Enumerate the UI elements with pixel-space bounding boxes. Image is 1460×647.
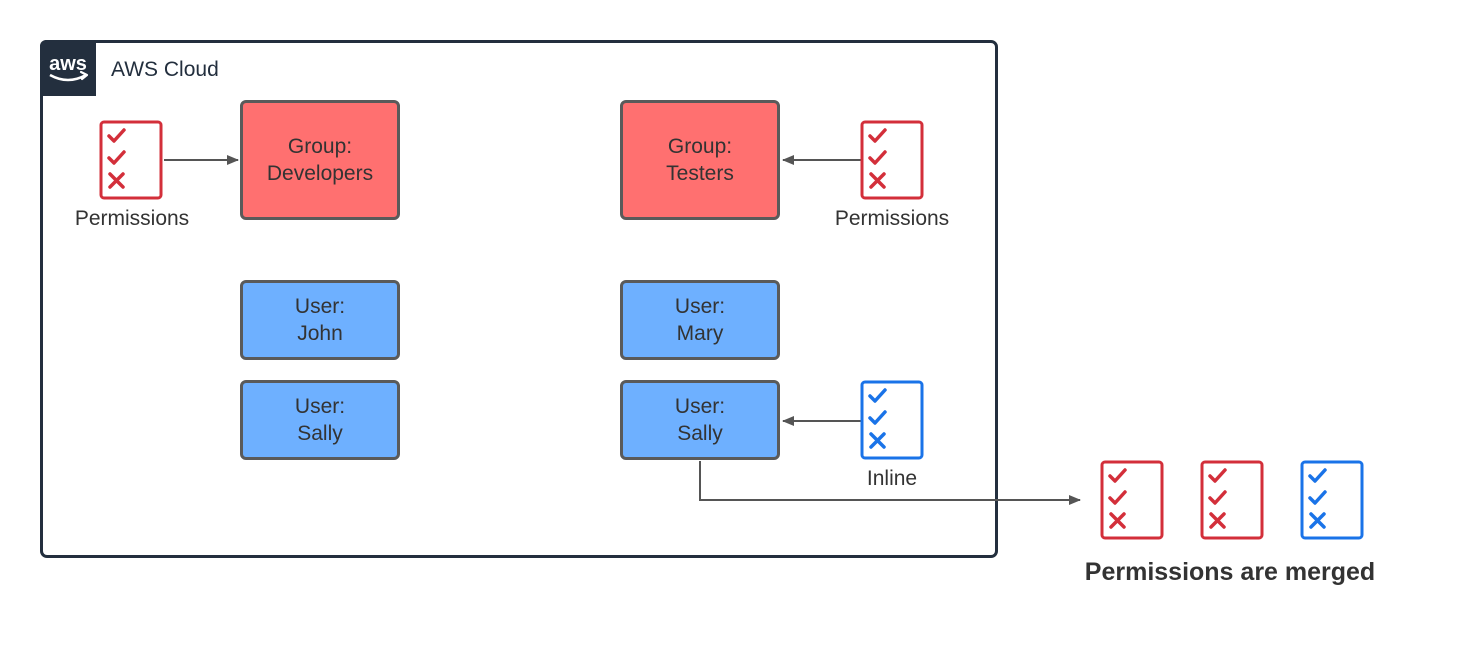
group-testers-name: Testers bbox=[666, 162, 734, 185]
user-john-type: User: bbox=[294, 295, 346, 318]
merged-policy-document-icon bbox=[1100, 460, 1164, 540]
user-john: User: John bbox=[240, 280, 400, 360]
merged-inline-policy-document-icon bbox=[1300, 460, 1364, 540]
user-sally-developers-name: Sally bbox=[297, 422, 343, 445]
merged-caption: Permissions are merged bbox=[1084, 558, 1376, 586]
arrow-sally-to-merged bbox=[699, 461, 1081, 505]
user-sally-developers: User: Sally bbox=[240, 380, 400, 460]
group-developers-name: Developers bbox=[266, 162, 374, 185]
inline-policy-document-icon bbox=[860, 380, 924, 460]
user-sally-testers: User: Sally bbox=[620, 380, 780, 460]
aws-logo: aws bbox=[40, 40, 96, 96]
group-developers-type: Group: bbox=[287, 135, 353, 158]
permissions-label-right: Permissions bbox=[834, 207, 950, 230]
user-john-name: John bbox=[297, 322, 343, 345]
user-sally-developers-type: User: bbox=[294, 395, 346, 418]
merged-policy-document-icon bbox=[1200, 460, 1264, 540]
user-sally-testers-type: User: bbox=[674, 395, 726, 418]
permissions-label-left: Permissions bbox=[74, 207, 190, 230]
user-mary-name: Mary bbox=[676, 322, 724, 345]
group-developers: Group: Developers bbox=[240, 100, 400, 220]
user-mary: User: Mary bbox=[620, 280, 780, 360]
policy-document-icon bbox=[99, 120, 163, 200]
inline-label: Inline bbox=[866, 467, 918, 490]
cloud-title: AWS Cloud bbox=[111, 58, 219, 81]
user-sally-testers-name: Sally bbox=[677, 422, 723, 445]
aws-cloud-container bbox=[40, 40, 998, 558]
group-testers-type: Group: bbox=[667, 135, 733, 158]
user-mary-type: User: bbox=[674, 295, 726, 318]
group-testers: Group: Testers bbox=[620, 100, 780, 220]
aws-logo-text: aws bbox=[49, 53, 87, 75]
policy-document-icon bbox=[860, 120, 924, 200]
